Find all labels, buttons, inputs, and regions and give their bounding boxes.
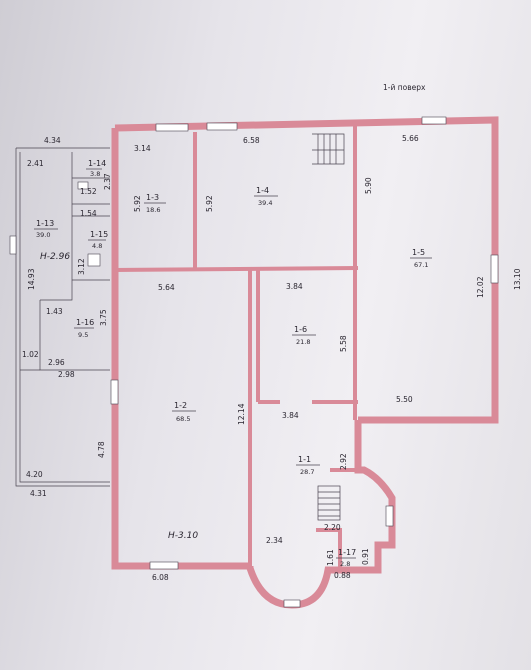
room-area: 18.6 bbox=[146, 206, 160, 214]
dimension-label: 5.90 bbox=[364, 177, 373, 194]
dimension-label: 5.66 bbox=[402, 134, 419, 143]
dimension-label: 1.02 bbox=[22, 350, 39, 359]
dimension-label: 6.08 bbox=[152, 573, 169, 582]
room-id: 1-1 bbox=[298, 455, 311, 464]
dimension-label: 4.34 bbox=[44, 136, 61, 145]
room-fraction-lines bbox=[34, 168, 432, 559]
dimension-label: 3.75 bbox=[99, 309, 108, 326]
dimension-label: 1.52 bbox=[80, 187, 97, 196]
room-id: 1-3 bbox=[146, 193, 159, 202]
dimension-label: 3.12 bbox=[77, 258, 86, 275]
dimension-label: 5.92 bbox=[205, 195, 214, 212]
dimension-label: 2.92 bbox=[339, 453, 348, 470]
room-area: 28.7 bbox=[300, 468, 314, 476]
dimension-label: 1.43 bbox=[46, 307, 63, 316]
room-area: 21.8 bbox=[296, 338, 310, 346]
room-labels: 1-14 3.8 1-13 39.0 1-15 4.8 1-16 9.5 1-3… bbox=[36, 159, 428, 568]
dimension-label: 4.20 bbox=[26, 470, 43, 479]
dimension-label: 2.41 bbox=[27, 159, 44, 168]
room-id: 1-6 bbox=[294, 325, 307, 334]
room-area: 4.8 bbox=[92, 242, 102, 250]
dimension-label: 4.78 bbox=[97, 441, 106, 458]
height-mark-left: H-2.96 bbox=[40, 252, 70, 262]
room-area: 39.0 bbox=[36, 231, 50, 239]
floor-label: 1-й поверх bbox=[383, 83, 426, 92]
dimension-labels: 4.34 2.41 2.37 1.52 1.54 3.12 14.93 1.43… bbox=[22, 134, 522, 582]
dimension-label: 3.84 bbox=[286, 282, 303, 291]
room-id: 1-17 bbox=[338, 548, 356, 557]
room-id: 1-5 bbox=[412, 248, 425, 257]
room-id: 1-16 bbox=[76, 318, 94, 327]
bath-fixture bbox=[87, 253, 101, 267]
dimension-label: 2.96 bbox=[48, 358, 65, 367]
height-mark-main: H-3.10 bbox=[168, 531, 198, 541]
dimension-label: 2.34 bbox=[266, 536, 283, 545]
room-area: 68.5 bbox=[176, 415, 190, 423]
staircase-top bbox=[312, 133, 345, 165]
dimension-label: 4.31 bbox=[30, 489, 47, 498]
dimension-label: 1.61 bbox=[326, 549, 335, 566]
dimension-label: 2.20 bbox=[324, 523, 341, 532]
dimension-label: 3.14 bbox=[134, 144, 151, 153]
windows bbox=[9, 116, 499, 608]
left-annex-outline bbox=[15, 147, 110, 487]
dimension-label: 14.93 bbox=[27, 268, 36, 290]
room-area: 3.8 bbox=[90, 170, 100, 178]
sink-fixture bbox=[77, 181, 89, 190]
dimension-label: 6.58 bbox=[243, 136, 260, 145]
dimension-label: 5.58 bbox=[339, 335, 348, 352]
dimension-label: 0.88 bbox=[334, 571, 351, 580]
dimension-label: 12.02 bbox=[476, 276, 485, 298]
dimension-label: 12.14 bbox=[237, 403, 246, 425]
staircase-entry bbox=[317, 485, 341, 521]
dimension-label: 2.37 bbox=[103, 173, 112, 190]
dimension-label: 1.54 bbox=[80, 209, 97, 218]
dimension-label: 5.92 bbox=[133, 195, 142, 212]
room-id: 1-4 bbox=[256, 186, 269, 195]
room-id: 1-2 bbox=[174, 401, 187, 410]
room-area: 67.1 bbox=[414, 261, 428, 269]
dimension-label: 13.10 bbox=[513, 268, 522, 290]
room-area: 39.4 bbox=[258, 199, 272, 207]
dimension-label: 5.50 bbox=[396, 395, 413, 404]
dimension-label: 3.84 bbox=[282, 411, 299, 420]
dimension-label: 5.64 bbox=[158, 283, 175, 292]
room-area: 2.8 bbox=[340, 560, 350, 568]
dimension-label: 0.91 bbox=[361, 548, 370, 565]
room-id: 1-15 bbox=[90, 230, 108, 239]
dimension-label: 2.98 bbox=[58, 370, 75, 379]
room-id: 1-14 bbox=[88, 159, 106, 168]
room-id: 1-13 bbox=[36, 219, 54, 228]
room-area: 9.5 bbox=[78, 331, 88, 339]
